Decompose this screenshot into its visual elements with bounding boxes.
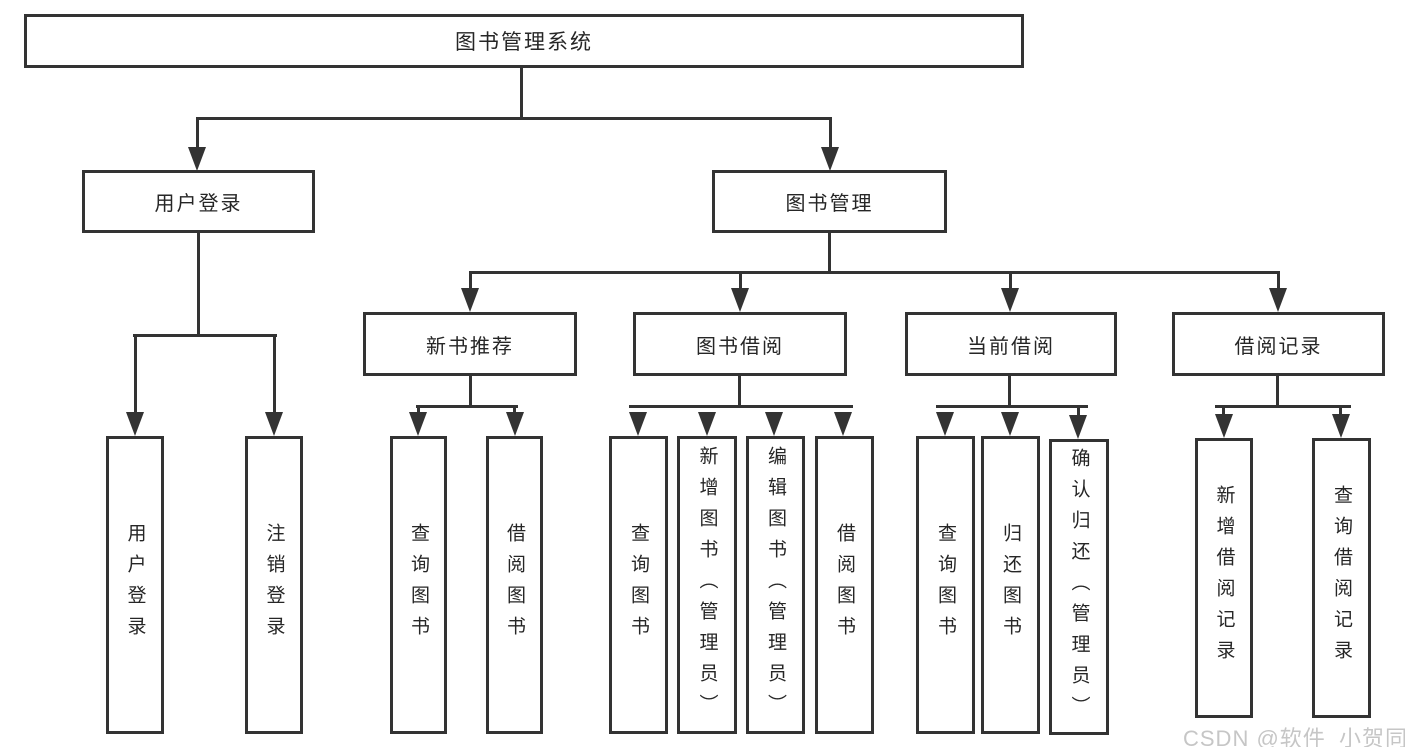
connector-line [1276, 376, 1279, 407]
arrowhead-down-icon [265, 412, 283, 436]
connector-line [416, 405, 518, 408]
arrowhead-down-icon [1332, 414, 1350, 438]
leaf-logout: 注销登录 [245, 436, 303, 734]
node-book-management: 图书管理 [712, 170, 947, 233]
node-new-book-recommend-label: 新书推荐 [426, 335, 514, 358]
arrowhead-down-icon [765, 412, 783, 436]
connector-line [273, 334, 276, 414]
arrowhead-down-icon [629, 412, 647, 436]
connector-line [739, 271, 742, 290]
connector-line [738, 376, 741, 407]
leaf-br-query-record-label: 查询借阅记录 [1331, 485, 1352, 671]
leaf-bb-borrow-books-label: 借阅图书 [834, 523, 855, 647]
node-new-book-recommend: 新书推荐 [363, 312, 577, 376]
arrowhead-down-icon [1001, 412, 1019, 436]
leaf-bb-add-books-admin-label: 新增图书（管理员） [696, 445, 718, 725]
arrowhead-down-icon [126, 412, 144, 436]
connector-line [936, 405, 1088, 408]
arrowhead-down-icon [1069, 415, 1087, 439]
leaf-bb-edit-books-admin: 编辑图书（管理员） [746, 436, 805, 734]
connector-line [1009, 271, 1012, 290]
connector-line [1222, 405, 1225, 416]
node-current-borrow-label: 当前借阅 [967, 335, 1055, 358]
arrowhead-down-icon [1215, 414, 1233, 438]
connector-line [828, 233, 831, 273]
arrowhead-down-icon [731, 288, 749, 312]
node-book-management-label: 图书管理 [785, 193, 874, 215]
arrowhead-down-icon [1001, 288, 1019, 312]
arrowhead-down-icon [188, 147, 206, 171]
arrowhead-down-icon [506, 412, 524, 436]
connector-line [1008, 376, 1011, 407]
node-book-borrow-label: 图书借阅 [696, 335, 784, 358]
connector-line [1215, 405, 1351, 408]
node-borrow-records-label: 借阅记录 [1234, 335, 1323, 358]
arrowhead-down-icon [821, 147, 839, 171]
connector-line [469, 271, 472, 290]
connector-line [513, 405, 516, 415]
connector-line [520, 68, 523, 120]
leaf-bb-add-books-admin: 新增图书（管理员） [677, 436, 737, 734]
node-user-login-label: 用户登录 [154, 193, 243, 215]
connector-line [469, 271, 1280, 274]
connector-line [417, 405, 420, 415]
leaf-user-login-label: 用户登录 [124, 523, 146, 647]
connector-line [196, 117, 832, 120]
leaf-br-add-record-label: 新增借阅记录 [1213, 485, 1235, 671]
leaf-cb-confirm-return-admin: 确认归还（管理员） [1049, 439, 1109, 735]
leaf-nb-borrow-books: 借阅图书 [486, 436, 543, 734]
csdn-watermark: CSDN @软件_小贺同学 [1183, 726, 1405, 747]
leaf-cb-return-books: 归还图书 [981, 436, 1040, 734]
leaf-bb-query-books: 查询图书 [609, 436, 668, 734]
leaf-nb-borrow-books-label: 借阅图书 [504, 523, 525, 647]
node-root-label: 图书管理系统 [455, 31, 593, 54]
leaf-nb-query-books-label: 查询图书 [408, 523, 429, 647]
leaf-cb-query-books: 查询图书 [916, 436, 975, 734]
node-user-login: 用户登录 [82, 170, 315, 233]
node-root: 图书管理系统 [24, 14, 1024, 68]
leaf-cb-query-books-label: 查询图书 [935, 523, 956, 647]
connector-line [196, 117, 199, 149]
node-borrow-records: 借阅记录 [1172, 312, 1385, 376]
leaf-bb-query-books-label: 查询图书 [628, 523, 649, 647]
connector-line [629, 405, 853, 408]
leaf-br-add-record: 新增借阅记录 [1195, 438, 1253, 718]
leaf-br-query-record: 查询借阅记录 [1312, 438, 1371, 718]
node-current-borrow: 当前借阅 [905, 312, 1117, 376]
arrowhead-down-icon [698, 412, 716, 436]
arrowhead-down-icon [936, 412, 954, 436]
leaf-cb-confirm-return-admin-label: 确认归还（管理员） [1068, 447, 1090, 727]
connector-line [1277, 271, 1280, 290]
leaf-user-login: 用户登录 [106, 436, 164, 734]
connector-line [134, 334, 137, 414]
leaf-cb-return-books-label: 归还图书 [1000, 523, 1021, 647]
leaf-logout-label: 注销登录 [263, 523, 285, 647]
leaf-nb-query-books: 查询图书 [390, 436, 447, 734]
connector-line [1077, 405, 1080, 417]
connector-line [1339, 405, 1342, 416]
arrowhead-down-icon [1269, 288, 1287, 312]
node-book-borrow: 图书借阅 [633, 312, 847, 376]
arrowhead-down-icon [461, 288, 479, 312]
connector-line [197, 233, 200, 336]
arrowhead-down-icon [834, 412, 852, 436]
leaf-bb-edit-books-admin-label: 编辑图书（管理员） [765, 445, 786, 725]
leaf-bb-borrow-books: 借阅图书 [815, 436, 874, 734]
connector-line [469, 376, 472, 407]
connector-line [133, 334, 277, 337]
connector-line [829, 117, 832, 149]
arrowhead-down-icon [409, 412, 427, 436]
